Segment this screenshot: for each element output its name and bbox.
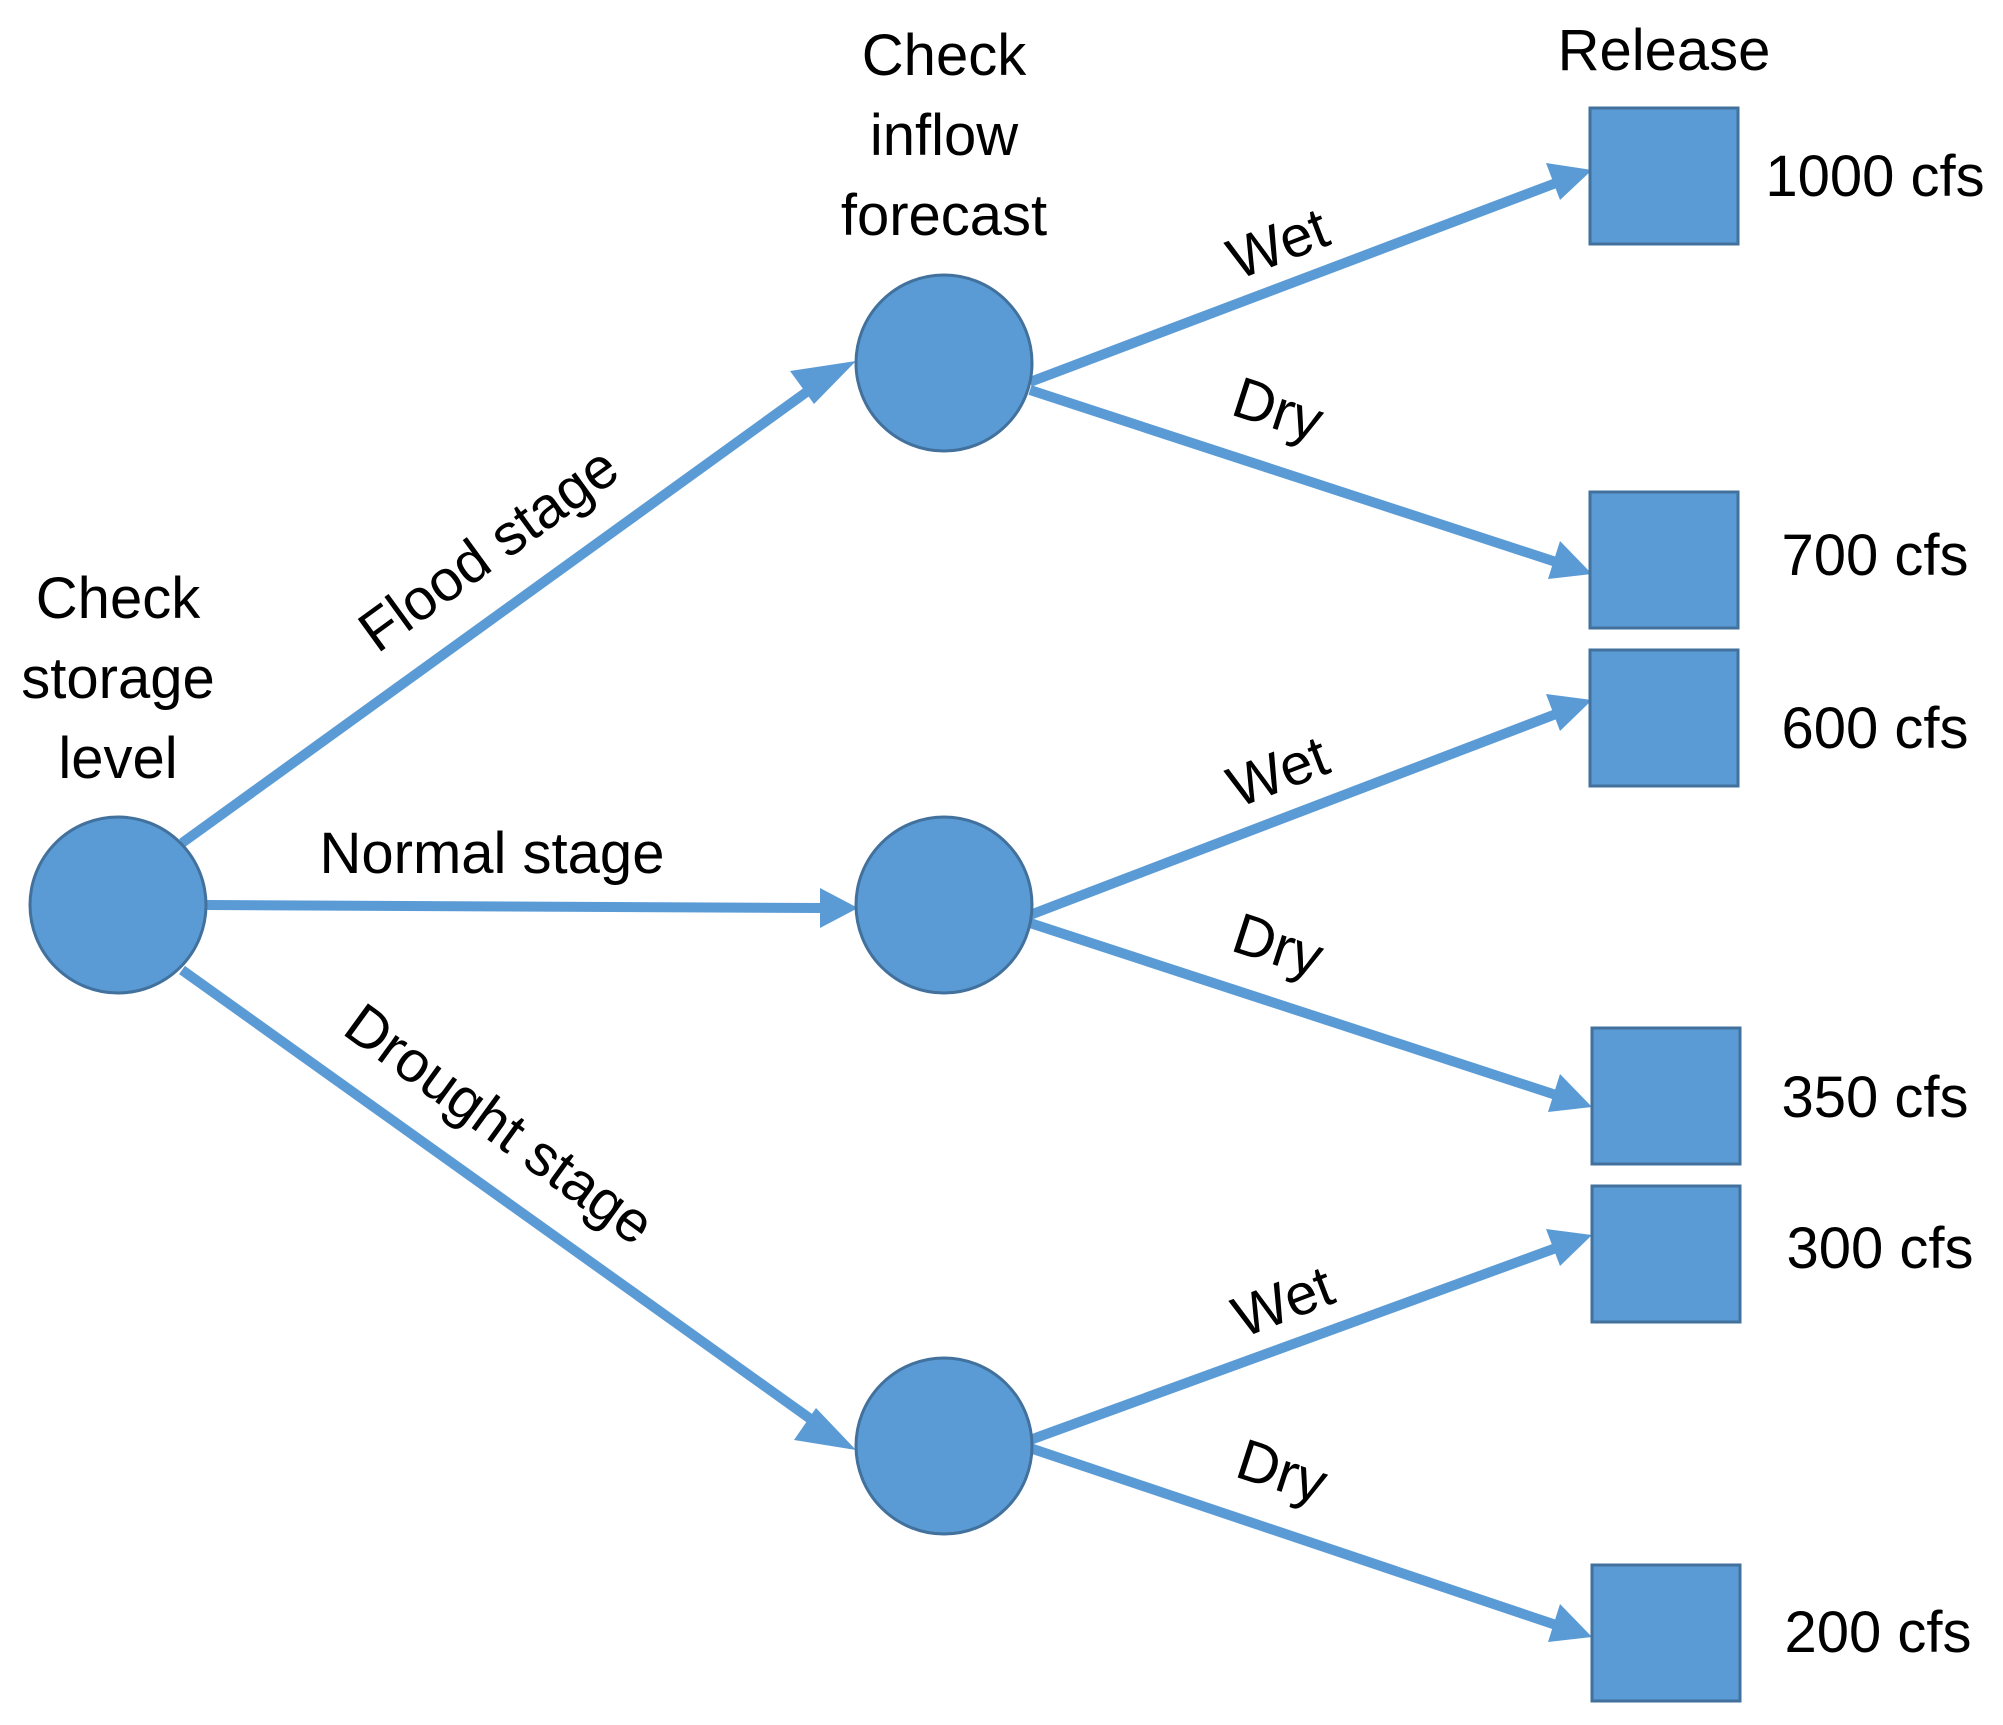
edge-normal-wet [1028,709,1558,920]
edge-drought-dry [1028,1443,1558,1630]
release-header: Release [1558,18,1771,83]
edge-flood-dry [1028,385,1558,567]
normal-dry-label: Dry [1225,901,1331,991]
root-header-line-2: storage [21,646,214,711]
release-value-flood-dry: 700 cfs [1782,523,1969,588]
drought-stage-label: Drought stage [333,991,666,1258]
edge-normal-stage [206,900,821,913]
release-node-drought-wet [1590,1184,1742,1324]
arrowhead-normal-wet [1546,694,1592,731]
arrowhead-drought-wet [1546,1229,1592,1266]
root-header-line-3: level [58,726,177,791]
edge-flood-wet [1028,178,1558,387]
root-node [28,815,208,995]
flood-wet-label: Wet [1219,195,1338,292]
release-value-normal-dry: 350 cfs [1782,1065,1969,1130]
release-node-flood-dry [1588,490,1740,630]
release-value-drought-dry: 200 cfs [1785,1600,1972,1665]
release-value-flood-wet: 1000 cfs [1765,144,1984,209]
flood-forecast-node [854,273,1034,453]
arrowhead-flood-dry [1548,541,1592,579]
edge-flood-stage [179,373,829,848]
normal-forecast-node [854,815,1034,995]
forecast-header-line-2: inflow [870,103,1019,168]
arrowhead-flood-stage [790,361,856,404]
forecast-header-line-1: Check [862,23,1027,88]
release-node-normal-wet [1588,648,1740,788]
edge-drought-wet [1028,1243,1558,1445]
release-value-drought-wet: 300 cfs [1787,1216,1974,1281]
arrowhead-normal-stage [820,888,858,928]
edge-normal-dry [1028,918,1558,1100]
arrowhead-drought-stage [794,1408,856,1450]
release-node-normal-dry [1590,1026,1742,1166]
drought-dry-label: Dry [1229,1427,1335,1517]
edge-drought-stage [179,965,829,1435]
arrowhead-drought-dry [1548,1604,1592,1642]
root-header-line-1: Check [36,566,201,631]
release-value-normal-wet: 600 cfs [1782,696,1969,761]
normal-stage-label: Normal stage [320,821,665,886]
flood-dry-label: Dry [1225,365,1331,455]
forecast-header-line-3: forecast [841,183,1047,248]
arrowhead-normal-dry [1548,1074,1592,1112]
release-node-flood-wet [1588,106,1740,246]
arrowhead-flood-wet [1546,163,1592,200]
release-node-drought-dry [1590,1563,1742,1703]
drought-forecast-node [854,1356,1034,1536]
